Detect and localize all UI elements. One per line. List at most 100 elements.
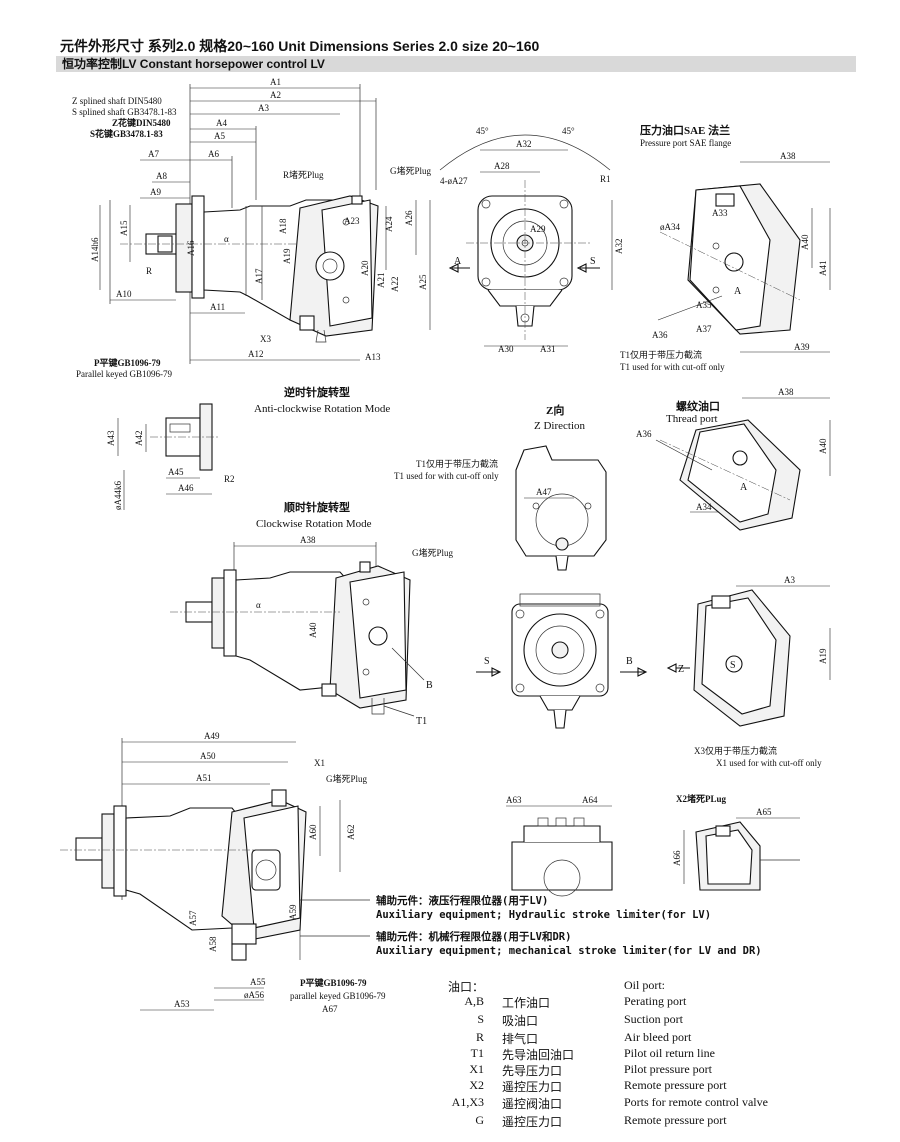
parallel-cn: P平键GB1096-79: [94, 357, 161, 368]
dim-4-a27: 4-øA27: [440, 176, 468, 186]
clockwise-alpha: α: [256, 600, 261, 610]
thread-port-a: A: [740, 482, 748, 493]
dim-a41: A41: [818, 261, 828, 277]
dim-a47: A47: [536, 487, 552, 497]
label-r: R: [146, 266, 152, 276]
label-alpha: α: [224, 234, 229, 244]
clockwise-a38: A38: [300, 535, 316, 545]
dim-a44k6: øA44k6: [113, 481, 123, 510]
clockwise-labels: 顺时针旋转型 Clockwise Rotation Mode G堵死Plug A…: [256, 500, 454, 727]
port-symbol: X1: [469, 1062, 484, 1076]
port-name-en: Remote pressure port: [624, 1078, 727, 1092]
port-symbol: A,B: [464, 994, 484, 1008]
dim-a53: A53: [174, 999, 190, 1009]
z-direction-labels: Z向 Z Direction T1仅用于带压力截流 T1 used for wi…: [394, 403, 586, 497]
dim-a40: A40: [800, 234, 810, 250]
dim-a13: A13: [365, 352, 381, 362]
port-name-cn: 排气口: [502, 1032, 539, 1046]
port-name-en: Air bleed port: [624, 1030, 692, 1044]
dim-a10: A10: [116, 289, 132, 299]
dim-a62: A62: [346, 825, 356, 841]
dim-a57: A57: [188, 910, 198, 926]
bottom-key-en: parallel keyed GB1096-79: [290, 991, 386, 1001]
clockwise-plug: G堵死Plug: [412, 547, 454, 558]
zdir-cn: Z向: [546, 403, 564, 417]
flange-port-a: A: [734, 286, 742, 297]
dim-a17: A17: [254, 268, 264, 284]
section-title: 恒功率控制LV Constant horsepower control LV: [62, 57, 325, 71]
anticlockwise-cn: 逆时针旋转型: [284, 385, 350, 399]
dim-a32-side: A32: [614, 239, 624, 255]
x2-labels: X2堵死PLug A65 A66: [672, 793, 772, 866]
dim-a51: A51: [196, 773, 212, 783]
front-view-2-labels: S B: [484, 656, 633, 667]
aux-mechanical: 辅助元件：机械行程限位器(用于LV和DR): [376, 930, 571, 943]
flange-labels: 压力油口SAE 法兰 Pressure port SAE flange A38 …: [620, 123, 828, 372]
port-name-cn: 遥控压力口: [502, 1080, 563, 1094]
dim-a26: A26: [404, 210, 414, 226]
dim-a19: A19: [282, 248, 292, 264]
dim-a49: A49: [204, 731, 220, 741]
dim-a14h6: A14h6: [90, 237, 100, 262]
dim-a5: A5: [214, 131, 225, 141]
side-right-labels: A3 A19 Z S X3仅用于带压力截流 X1 used for with c…: [678, 575, 828, 768]
bottom-main-view: [60, 738, 370, 1011]
dim-a55: A55: [250, 977, 266, 987]
port-name-en: Ports for remote control valve: [624, 1095, 768, 1109]
dim-a22: A22: [390, 277, 400, 293]
thread-a38: A38: [778, 387, 794, 397]
dim-a64: A64: [582, 795, 598, 805]
dim-a23: A23: [344, 216, 360, 226]
angle-right: 45°: [562, 126, 575, 136]
front-view-2: [476, 593, 648, 729]
clockwise-en: Clockwise Rotation Mode: [256, 518, 372, 530]
port-name-cn: 工作油口: [502, 996, 551, 1010]
bottom-main-labels: A49 A50 A51 A53 A55 øA56 A57 A58 A59 A60…: [174, 731, 386, 1014]
dim-a6: A6: [208, 149, 219, 159]
port-name-cn: 遥控压力口: [502, 1115, 563, 1129]
side-a3: A3: [784, 575, 795, 585]
front-view: [439, 134, 613, 347]
front2-s: S: [484, 656, 490, 667]
clockwise-cn: 顺时针旋转型: [284, 500, 350, 514]
shaft-s-label: S splined shaft GB3478.1-83: [72, 107, 177, 117]
dim-a11: A11: [210, 302, 225, 312]
port-name-en: Perating port: [624, 994, 687, 1008]
aux-hydraulic: 辅助元件：液压行程限位器(用于LV): [376, 894, 548, 907]
thread-a40: A40: [818, 438, 828, 454]
top-small-labels: A63 A64: [506, 795, 598, 805]
anticlockwise-en: Anti-clockwise Rotation Mode: [254, 403, 390, 415]
dim-a58: A58: [208, 936, 218, 952]
flange-note-cn: T1仅用于带压力截流: [620, 349, 702, 360]
dim-r2: R2: [224, 474, 235, 484]
dim-a4: A4: [216, 118, 227, 128]
dim-a63: A63: [506, 795, 522, 805]
port-symbol: A1,X3: [451, 1095, 484, 1109]
port-symbol: X2: [469, 1078, 484, 1092]
bottom-x1: X1: [314, 758, 325, 768]
angle-left: 45°: [476, 126, 489, 136]
dim-a18: A18: [278, 218, 288, 234]
dim-a29: A29: [530, 224, 546, 234]
dim-a3: A3: [258, 103, 269, 113]
dim-a33: A33: [712, 208, 728, 218]
dim-a59: A59: [288, 904, 298, 920]
side-z: Z: [678, 664, 684, 675]
z-direction-view: [515, 445, 607, 571]
port-name-cn: 先导油回油口: [502, 1048, 575, 1062]
side-note-en: X1 used for with cut-off only: [716, 758, 822, 768]
dim-a7: A7: [148, 149, 159, 159]
thread-port-view: [655, 397, 831, 531]
zdir-note-cn: T1仅用于带压力截流: [416, 458, 498, 469]
dim-a31: A31: [540, 344, 556, 354]
dim-a2: A2: [270, 90, 281, 100]
dim-a37: A37: [696, 324, 712, 334]
port-symbol: G: [475, 1113, 484, 1127]
dim-a21: A21: [376, 273, 386, 289]
page-title: 元件外形尺寸 系列2.0 规格20~160 Unit Dimensions Se…: [60, 38, 540, 54]
dim-a67: A67: [322, 1004, 338, 1014]
aux-mechanical-en: Auxiliary equipment; mechanical stroke l…: [376, 945, 762, 957]
dim-a1: A1: [270, 77, 281, 87]
dim-a25: A25: [418, 274, 428, 290]
dim-a15: A15: [119, 220, 129, 236]
